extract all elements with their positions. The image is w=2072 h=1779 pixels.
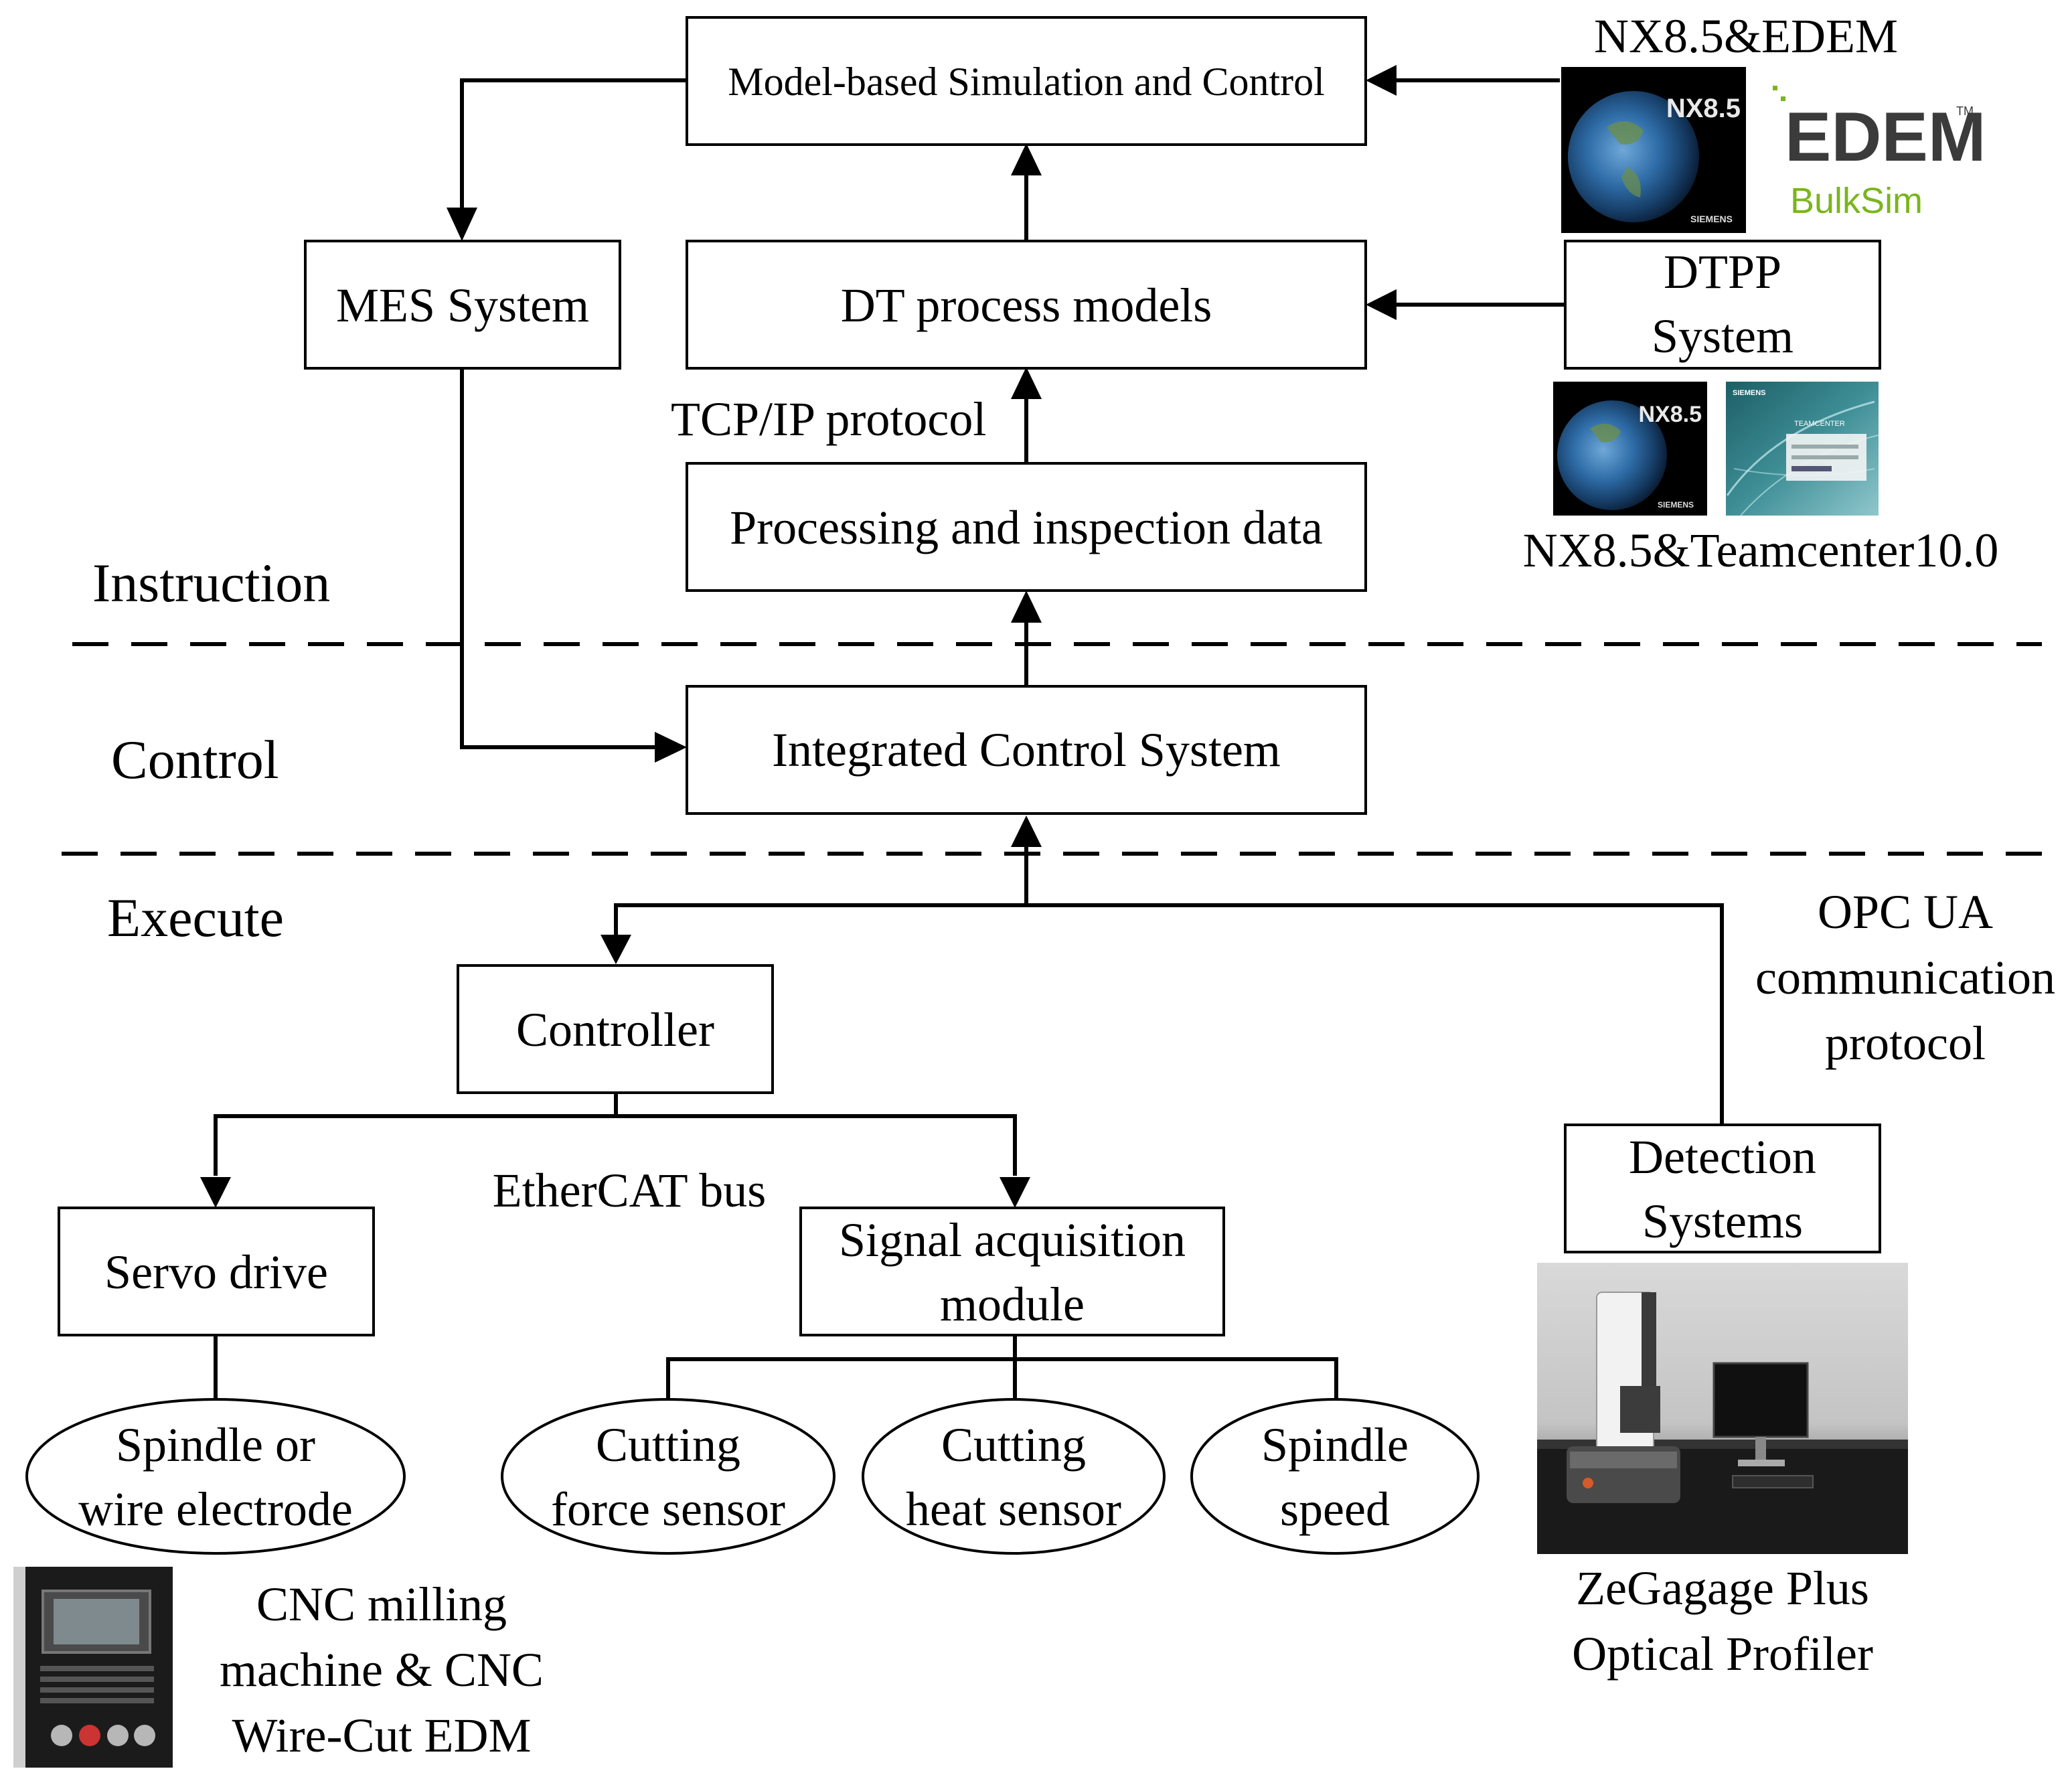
svg-text:SIEMENS: SIEMENS	[1690, 214, 1733, 224]
nx-software-cover-icon: NX8.5 SIEMENS	[1561, 67, 1746, 233]
teamcenter-software-cover-icon: SIEMENS TEAMCENTER	[1726, 382, 1879, 516]
dtpp-system-box: DTPP System	[1564, 240, 1881, 370]
cnc-caption-line1: CNC milling	[256, 1577, 507, 1631]
zegage-caption-line2: Optical Profiler	[1572, 1627, 1873, 1681]
tcpip-protocol-label: TCP/IP protocol	[671, 392, 986, 446]
svg-text:BulkSim: BulkSim	[1790, 181, 1923, 221]
detection-systems-label-line2: Systems	[1642, 1194, 1803, 1248]
cnc-caption-line3: Wire-Cut EDM	[232, 1709, 531, 1762]
cutting-heat-sensor-node: Cutting heat sensor	[862, 1398, 1166, 1555]
layer-label-instruction: Instruction	[92, 552, 330, 613]
detection-systems-label-line1: Detection	[1629, 1130, 1816, 1184]
dt-process-models-box: DT process models	[686, 240, 1367, 370]
integrated-control-system-label: Integrated Control System	[772, 723, 1281, 777]
nx-software-cover-small-icon: NX8.5 SIEMENS	[1553, 382, 1707, 516]
servo-drive-label: Servo drive	[104, 1245, 328, 1299]
model-based-simulation-box: Model-based Simulation and Control	[686, 16, 1367, 146]
dtpp-system-label-line2: System	[1652, 309, 1794, 363]
connectors	[200, 65, 1724, 1404]
spindle-speed-line1: Spindle	[1261, 1418, 1409, 1472]
processing-inspection-data-label: Processing and inspection data	[730, 501, 1323, 554]
spindle-speed-node: Spindle speed	[1190, 1398, 1480, 1555]
cutting-force-sensor-line2: force sensor	[551, 1482, 785, 1536]
opc-ua-label-line2: communication	[1755, 951, 2055, 1004]
processing-inspection-data-box: Processing and inspection data	[686, 462, 1367, 592]
model-based-simulation-label: Model-based Simulation and Control	[728, 60, 1325, 104]
ethercat-bus-label: EtherCAT bus	[493, 1164, 767, 1217]
layer-label-execute: Execute	[107, 887, 284, 948]
opc-ua-label-line1: OPC UA	[1818, 885, 1993, 939]
cutting-heat-sensor-line2: heat sensor	[906, 1482, 1121, 1536]
opc-ua-label-line3: protocol	[1825, 1016, 1986, 1070]
spindle-wire-electrode-node: Spindle or wire electrode	[25, 1398, 406, 1555]
optical-profiler-photo-icon	[1537, 1263, 1908, 1554]
nx-teamcenter-caption: NX8.5&Teamcenter10.0	[1523, 524, 1999, 577]
svg-text:SIEMENS: SIEMENS	[1658, 500, 1694, 510]
spindle-wire-electrode-line1: Spindle or	[116, 1418, 315, 1472]
svg-text:TEAMCENTER: TEAMCENTER	[1794, 420, 1845, 428]
svg-text:SIEMENS: SIEMENS	[1733, 389, 1766, 397]
dtpp-system-label-line1: DTPP	[1664, 245, 1781, 299]
edem-logo-icon: EDEM TM BulkSim	[1773, 86, 1986, 221]
svg-text:TM: TM	[1956, 104, 1974, 118]
zegage-caption-line1: ZeGagage Plus	[1576, 1561, 1869, 1615]
svg-text:NX8.5: NX8.5	[1666, 94, 1741, 123]
nx-edem-caption: NX8.5&EDEM	[1594, 9, 1898, 63]
cutting-heat-sensor-line1: Cutting	[941, 1418, 1086, 1472]
cutting-force-sensor-line1: Cutting	[596, 1418, 740, 1472]
mes-system-label: MES System	[336, 279, 589, 332]
detection-systems-box: Detection Systems	[1564, 1124, 1881, 1253]
mes-system-box: MES System	[304, 240, 621, 370]
cutting-force-sensor-node: Cutting force sensor	[501, 1398, 835, 1555]
svg-text:NX8.5: NX8.5	[1639, 402, 1702, 427]
layer-label-control: Control	[111, 729, 279, 790]
cnc-control-panel-photo-icon	[13, 1567, 173, 1768]
spindle-speed-line2: speed	[1280, 1482, 1390, 1536]
servo-drive-box: Servo drive	[58, 1207, 375, 1336]
svg-text:EDEM: EDEM	[1785, 98, 1986, 176]
signal-acquisition-label-line2: module	[940, 1278, 1085, 1331]
integrated-control-system-box: Integrated Control System	[686, 685, 1367, 815]
signal-acquisition-label-line1: Signal acquisition	[839, 1213, 1186, 1267]
controller-label: Controller	[516, 1003, 714, 1057]
signal-acquisition-module-box: Signal acquisition module	[799, 1207, 1225, 1336]
cnc-caption-line2: machine & CNC	[220, 1643, 544, 1697]
controller-box: Controller	[457, 964, 774, 1094]
dt-process-models-label: DT process models	[841, 279, 1212, 332]
spindle-wire-electrode-line2: wire electrode	[78, 1482, 353, 1536]
